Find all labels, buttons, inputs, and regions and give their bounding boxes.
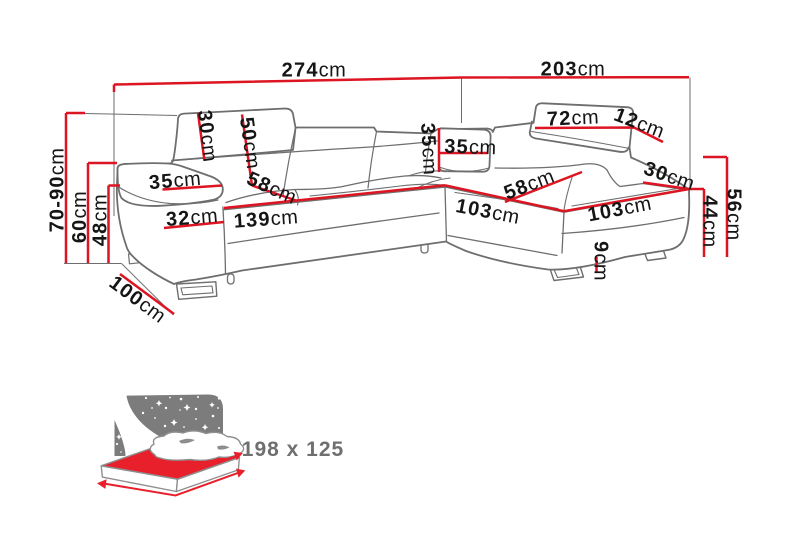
svg-text:9cm: 9cm [590,241,612,281]
svg-text:72cm: 72cm [546,106,599,130]
svg-text:60cm: 60cm [69,191,91,243]
svg-text:50cm: 50cm [235,116,264,171]
svg-text:70-90cm: 70-90cm [47,148,69,233]
svg-text:48cm: 48cm [90,194,112,246]
svg-text:100cm: 100cm [105,272,170,328]
svg-text:103cm: 103cm [454,195,522,229]
svg-text:198 x 125: 198 x 125 [242,438,344,461]
svg-text:44cm: 44cm [699,195,721,247]
svg-text:32cm: 32cm [165,205,219,231]
svg-text:103cm: 103cm [586,193,654,227]
svg-text:203cm: 203cm [541,59,606,81]
svg-text:35cm: 35cm [148,168,202,194]
svg-text:35cm: 35cm [416,122,441,175]
svg-text:274cm: 274cm [282,60,347,82]
svg-text:56cm: 56cm [723,188,745,240]
svg-text:35cm: 35cm [444,136,497,160]
svg-text:139cm: 139cm [233,206,299,232]
svg-text:30cm: 30cm [193,109,221,164]
